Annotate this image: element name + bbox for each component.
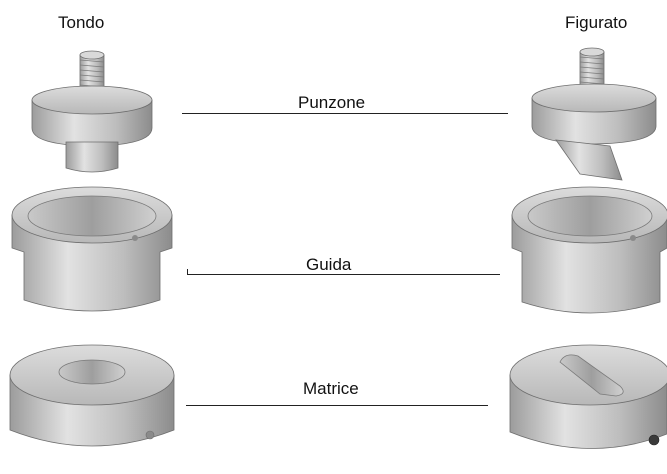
leader-line-guida: [188, 274, 500, 275]
label-guida: Guida: [306, 255, 352, 274]
tondo-matrice: [9, 344, 175, 447]
title-figurato: Figurato: [565, 13, 628, 32]
label-punzone: Punzone: [298, 93, 366, 112]
leader-tick-guida: [187, 269, 188, 275]
figurato-guida: [511, 186, 667, 314]
figurato-matrice: [509, 344, 667, 449]
figurato-punzone: [531, 47, 657, 181]
leader-line-punzone: [182, 113, 508, 114]
label-matrice: Matrice: [303, 379, 359, 398]
tondo-punzone: [31, 50, 153, 173]
tondo-guida: [11, 186, 173, 312]
leader-line-matrice: [186, 405, 488, 406]
title-tondo: Tondo: [58, 13, 105, 32]
